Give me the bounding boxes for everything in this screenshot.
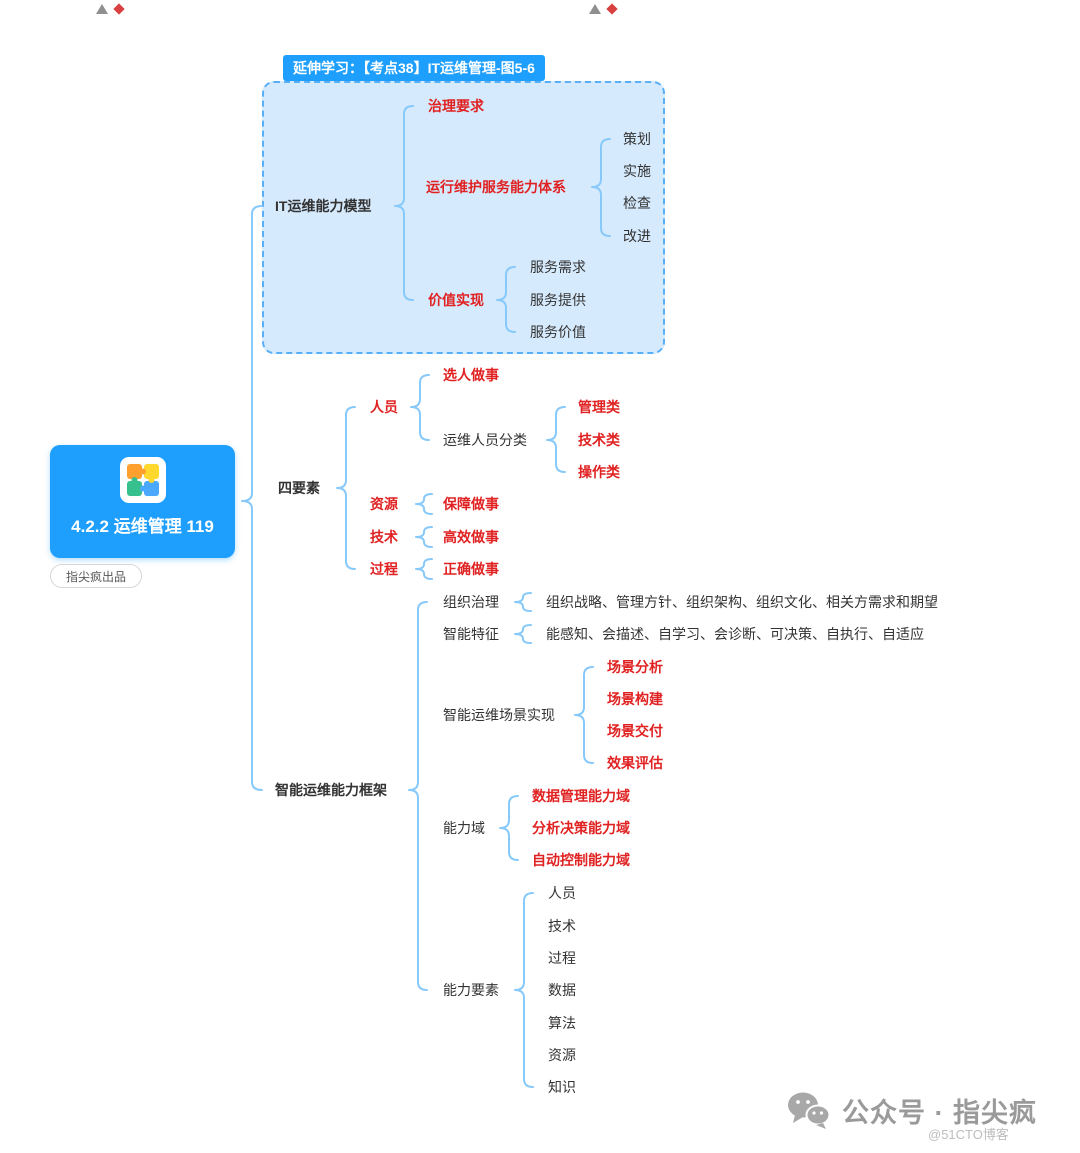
node-class-tech[interactable]: 技术类	[578, 431, 620, 448]
diamond-mark-icon	[113, 3, 125, 15]
connector-framework	[408, 601, 428, 991]
node-people-action[interactable]: 选人做事	[443, 366, 499, 383]
node-scene-evaluate[interactable]: 效果评估	[607, 754, 663, 771]
connector-four-elements	[336, 406, 356, 570]
node-process[interactable]: 过程	[370, 560, 398, 577]
connector-domain	[499, 795, 519, 861]
model-highlight-box	[262, 81, 665, 354]
node-org-detail[interactable]: 组织战略、管理方针、组织架构、组织文化、相关方需求和期望	[546, 593, 938, 610]
node-scene-deliver[interactable]: 场景交付	[607, 722, 663, 739]
root-node[interactable]: 4.2.2 运维管理 119	[50, 445, 235, 558]
connector-people	[410, 374, 430, 441]
node-resource-action[interactable]: 保障做事	[443, 495, 499, 512]
node-scene-build[interactable]: 场景构建	[607, 690, 663, 707]
connector-feature	[514, 624, 532, 644]
node-class-operate[interactable]: 操作类	[578, 463, 620, 480]
node-people-class[interactable]: 运维人员分类	[443, 431, 527, 448]
cropped-artifact-right	[589, 3, 618, 15]
node-framework-title[interactable]: 智能运维能力框架	[275, 781, 387, 798]
connector-process	[415, 558, 433, 580]
node-people[interactable]: 人员	[370, 398, 398, 415]
root-title: 4.2.2 运维管理 119	[71, 517, 214, 536]
connector-resource	[415, 493, 433, 515]
node-elements[interactable]: 能力要素	[443, 981, 499, 998]
node-feature-detail[interactable]: 能感知、会描述、自学习、会诊断、可决策、自执行、自适应	[546, 625, 924, 642]
connector-root	[241, 205, 263, 791]
node-scene-analysis[interactable]: 场景分析	[607, 658, 663, 675]
node-plan[interactable]: 策划	[623, 130, 651, 147]
connector-service-system	[591, 138, 611, 237]
node-org[interactable]: 组织治理	[443, 593, 499, 610]
node-check[interactable]: 检查	[623, 194, 651, 211]
node-feature[interactable]: 智能特征	[443, 625, 499, 642]
node-process-action[interactable]: 正确做事	[443, 560, 499, 577]
connector-value	[496, 266, 516, 333]
topic-badge[interactable]: 延伸学习：【考点38】IT运维管理-图5-6	[283, 55, 545, 81]
node-domain-auto[interactable]: 自动控制能力域	[532, 851, 630, 868]
node-element-process[interactable]: 过程	[548, 949, 576, 966]
node-model-title[interactable]: IT运维能力模型	[275, 197, 372, 214]
diamond-mark-icon	[606, 3, 618, 15]
node-service-provide[interactable]: 服务提供	[530, 291, 586, 308]
triangle-mark-icon	[96, 4, 108, 14]
node-improve[interactable]: 改进	[623, 227, 651, 244]
node-element-knowledge[interactable]: 知识	[548, 1078, 576, 1095]
node-four-elements[interactable]: 四要素	[278, 479, 320, 496]
watermark-text: 公众号 · 指尖疯	[842, 1097, 1037, 1128]
puzzle-icon	[119, 457, 166, 503]
node-element-data[interactable]: 数据	[548, 981, 576, 998]
node-technology-action[interactable]: 高效做事	[443, 528, 499, 545]
connector-scene	[574, 666, 594, 764]
node-domain[interactable]: 能力域	[443, 819, 485, 836]
watermark-sub: @51CTO博客	[928, 1127, 1009, 1142]
cropped-artifact-left	[96, 3, 125, 15]
publisher-pill: 指尖疯出品	[50, 564, 143, 588]
triangle-mark-icon	[589, 4, 601, 14]
node-value[interactable]: 价值实现	[428, 291, 484, 308]
node-service-system[interactable]: 运行维护服务能力体系	[426, 178, 566, 195]
node-class-manage[interactable]: 管理类	[578, 398, 620, 415]
node-element-tech[interactable]: 技术	[548, 917, 576, 934]
node-element-resource[interactable]: 资源	[548, 1046, 576, 1063]
node-scene[interactable]: 智能运维场景实现	[443, 706, 555, 723]
node-service-value[interactable]: 服务价值	[530, 323, 586, 340]
node-element-algorithm[interactable]: 算法	[548, 1014, 576, 1031]
node-element-people[interactable]: 人员	[548, 884, 576, 901]
node-resource[interactable]: 资源	[370, 495, 398, 512]
connector-technology	[415, 526, 433, 548]
connector-org	[514, 592, 532, 612]
connector-elements	[514, 892, 534, 1088]
node-service-demand[interactable]: 服务需求	[530, 258, 586, 275]
node-technology[interactable]: 技术	[370, 528, 398, 545]
node-governance[interactable]: 治理要求	[428, 97, 484, 114]
watermark: 公众号 · 指尖疯	[786, 1090, 1037, 1130]
connector-model	[394, 105, 414, 301]
node-domain-analysis[interactable]: 分析决策能力域	[532, 819, 630, 836]
node-domain-data[interactable]: 数据管理能力域	[532, 787, 630, 804]
connector-people-class	[546, 406, 566, 473]
node-implement[interactable]: 实施	[623, 162, 651, 179]
wechat-icon	[788, 1092, 831, 1129]
